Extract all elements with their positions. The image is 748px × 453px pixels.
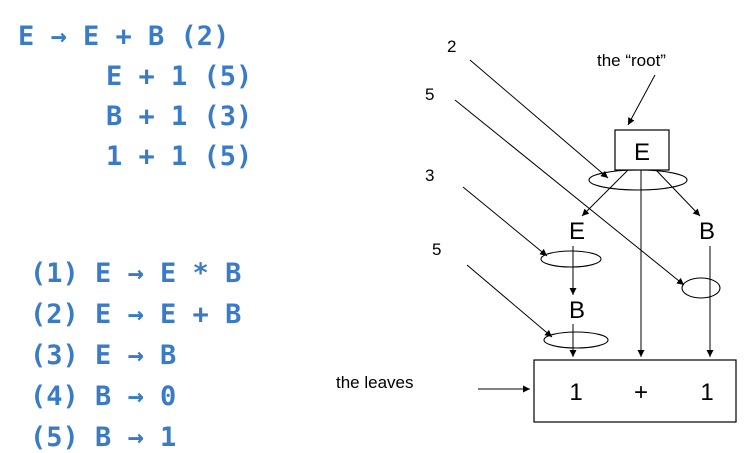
leaf-1: 1 bbox=[569, 379, 582, 406]
root-caption: the “root” bbox=[597, 51, 666, 70]
leaf-1-right: 1 bbox=[700, 379, 713, 406]
production-ellipse-mid-b bbox=[543, 331, 609, 349]
derivation-line-4: 1 + 1 (5) bbox=[106, 141, 253, 172]
production-ellipse-left-e bbox=[540, 250, 602, 268]
step-label-2: 2 bbox=[447, 37, 456, 56]
root-node: E bbox=[634, 139, 650, 166]
right-b-node: B bbox=[699, 218, 715, 245]
annotation-arrows bbox=[454, 59, 685, 393]
rule-4: (4) B → 0 bbox=[30, 381, 177, 412]
rule-3: (3) E → B bbox=[30, 340, 177, 371]
production-ellipse-right-b bbox=[681, 277, 721, 299]
derivation-line-3: B + 1 (3) bbox=[106, 101, 253, 132]
left-e-node: E bbox=[569, 218, 585, 245]
tree-edges bbox=[569, 169, 714, 357]
production-ellipse-root bbox=[588, 169, 688, 191]
derivation-line-2: E + 1 (5) bbox=[106, 61, 253, 92]
step-label-5-top: 5 bbox=[425, 85, 434, 104]
leaf-plus: + bbox=[634, 379, 648, 406]
step-label-3: 3 bbox=[425, 166, 434, 185]
leaves-box bbox=[533, 359, 737, 423]
derivation-line-1: E → E + B (2) bbox=[18, 21, 230, 52]
rule-5: (5) B → 1 bbox=[30, 422, 177, 453]
step-label-5-bottom: 5 bbox=[432, 240, 441, 259]
mid-b-node: B bbox=[569, 297, 585, 324]
rule-1: (1) E → E * B bbox=[30, 258, 242, 289]
rule-2: (2) E → E + B bbox=[30, 299, 242, 330]
leaves-caption: the leaves bbox=[336, 373, 414, 392]
